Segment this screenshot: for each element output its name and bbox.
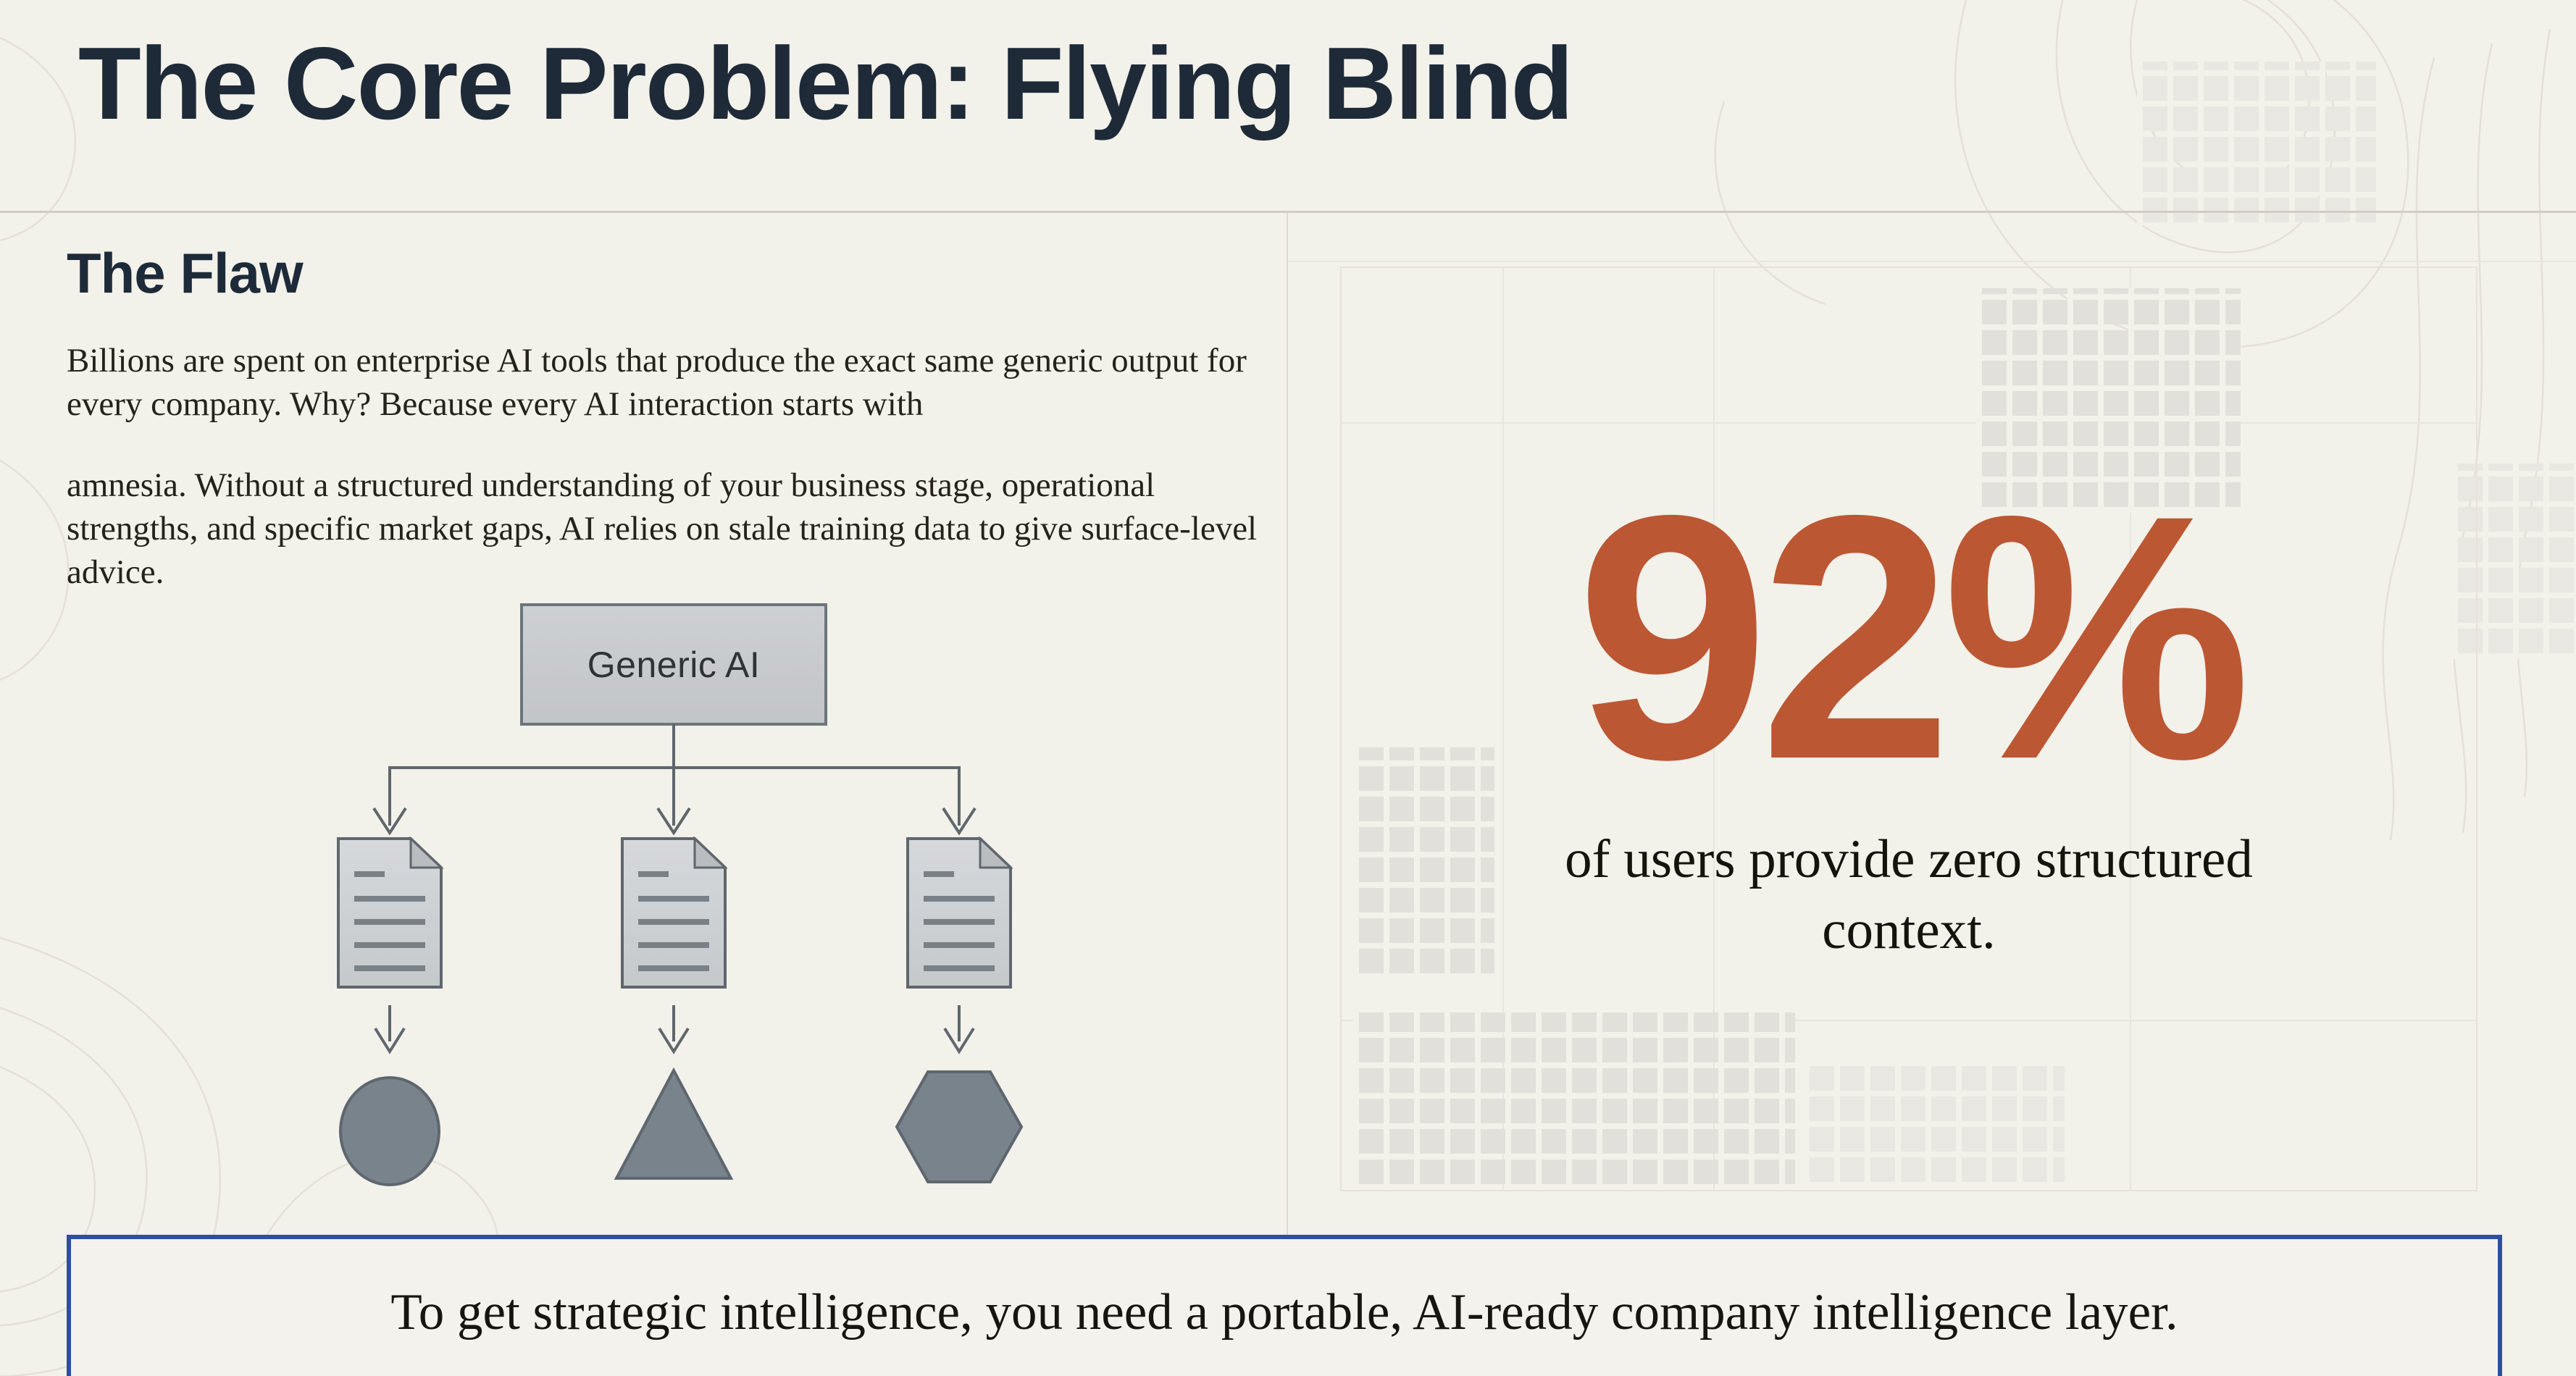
document-icon	[906, 836, 1013, 989]
triangle-icon	[614, 1067, 734, 1180]
circle-icon	[339, 1076, 440, 1186]
blueprint-vline	[1713, 268, 1715, 1191]
document-icon	[621, 836, 728, 989]
section-heading-the-flaw: The Flaw	[67, 241, 304, 305]
body-paragraph-1: Billions are spent on enterprise AI tool…	[67, 342, 1247, 424]
generic-ai-label: Generic AI	[587, 644, 761, 685]
page-title-regular: The Core Problem:	[78, 26, 1001, 141]
stat-panel	[1340, 267, 2477, 1191]
page-title-bold: Flying Blind	[1000, 26, 1573, 141]
arrow-down-icon	[374, 1005, 975, 1054]
stat-caption: of users provide zero structured context…	[1565, 829, 2253, 960]
document-icon	[337, 836, 444, 989]
generic-ai-flow-diagram	[337, 603, 1024, 1186]
banner-text: To get strategic intelligence, you need …	[390, 1284, 2178, 1341]
key-takeaway-banner: To get strategic intelligence, you need …	[67, 1235, 2502, 1376]
pixel-mosaic-decoration	[1976, 288, 2241, 513]
arrow-down-icon	[372, 807, 977, 836]
page-title: The Core Problem: Flying Blind	[78, 25, 1573, 143]
blueprint-hline	[1288, 261, 2576, 262]
generic-ai-box	[520, 603, 827, 726]
hexagon-icon	[895, 1070, 1024, 1183]
connector-lines	[388, 724, 961, 826]
blueprint-vline	[2130, 268, 2131, 1191]
pixel-mosaic-decoration	[1353, 747, 1494, 979]
column-divider	[1287, 213, 1288, 1235]
title-divider	[0, 211, 2576, 213]
blueprint-vline	[1502, 268, 1504, 1191]
body-paragraph-2: amnesia. Without a structured understand…	[67, 466, 1258, 592]
blueprint-hline	[1340, 422, 2477, 424]
pixel-mosaic-decoration	[2137, 62, 2376, 228]
pixel-mosaic-decoration	[1804, 1065, 2065, 1188]
blueprint-hline	[1340, 1020, 2477, 1021]
stat-value: 92%	[1576, 442, 2252, 831]
pixel-mosaic-decoration	[2452, 463, 2576, 659]
pixel-mosaic-decoration	[1353, 1012, 1795, 1190]
